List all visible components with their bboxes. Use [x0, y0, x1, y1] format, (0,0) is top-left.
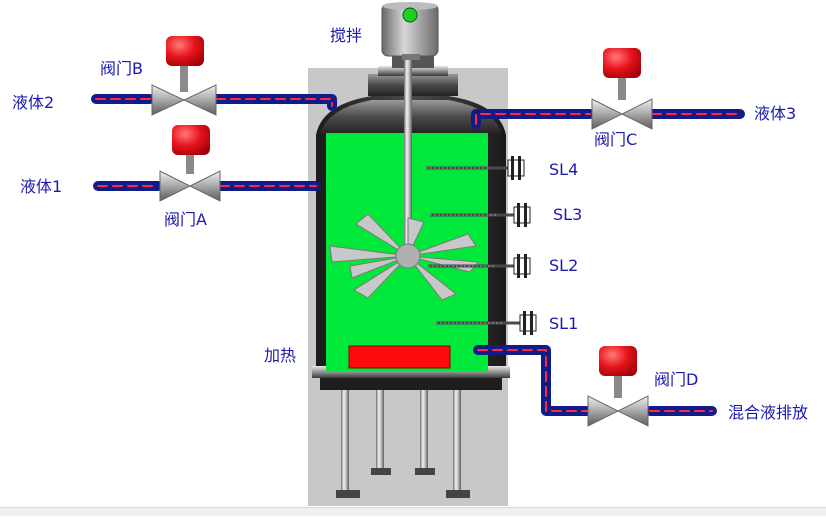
window-bottom-edge: [0, 507, 826, 516]
pipe-outlet: [473, 345, 717, 416]
sensor-sl3-label: SL3: [553, 205, 583, 224]
valve-c[interactable]: [591, 48, 653, 130]
liquid-2-label: 液体2: [12, 93, 55, 112]
agitator-label: 搅拌: [330, 26, 363, 45]
sensor-sl2-label: SL2: [549, 256, 579, 275]
agitator-motor[interactable]: [381, 2, 439, 60]
sensor-sl4-label: SL4: [549, 160, 579, 179]
level-sensor-sl4[interactable]: [426, 156, 525, 180]
sensor-sl1-label: SL1: [549, 314, 579, 333]
heater-element: [348, 345, 451, 369]
level-sensor-sl1[interactable]: [436, 311, 537, 335]
tank-legs: [336, 388, 470, 498]
level-sensor-sl2[interactable]: [428, 254, 531, 278]
valve-d-label: 阀门D: [654, 370, 699, 389]
level-sensor-sl3[interactable]: [430, 203, 531, 227]
valve-c-label: 阀门C: [594, 130, 638, 149]
heating-label: 加热: [264, 346, 297, 365]
liquid-3-label: 液体3: [754, 104, 797, 123]
agitator-impeller: [329, 213, 479, 301]
valve-a-label: 阀门A: [164, 210, 207, 229]
liquid-1-label: 液体1: [20, 177, 63, 196]
outlet-label: 混合液排放: [728, 403, 809, 422]
pipe-liquid-2: [91, 94, 337, 111]
valve-b[interactable]: [151, 36, 217, 116]
pipe-liquid-3: [471, 109, 745, 129]
valve-b-label: 阀门B: [100, 59, 143, 78]
valve-a[interactable]: [159, 125, 221, 202]
agitator-shaft: [404, 60, 412, 256]
valve-d[interactable]: [587, 346, 649, 427]
agitator-indicator-light: [402, 7, 418, 23]
